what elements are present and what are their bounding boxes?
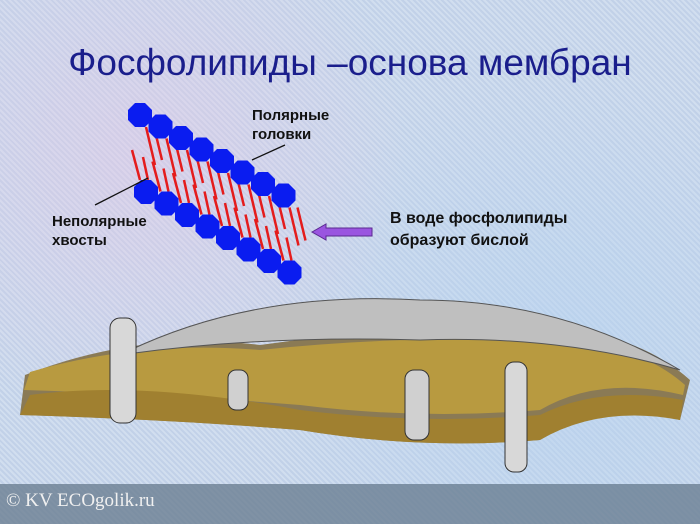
head-icon [148, 114, 173, 139]
head-icon [257, 249, 281, 273]
tail-line [274, 230, 285, 261]
label-bilayer-note: В воде фосфолипиды образуют бислой [390, 210, 568, 249]
pointer-line-heads [251, 144, 286, 161]
tail-line [192, 184, 203, 215]
tail-line [165, 138, 177, 177]
tail-line [171, 172, 183, 204]
tail-line [244, 214, 252, 238]
head-icon [210, 149, 234, 173]
tail-line [144, 126, 157, 166]
cell-membrane-illustration [20, 298, 690, 473]
tail-line [130, 149, 142, 181]
head-icon [230, 160, 255, 185]
tail-line [182, 179, 191, 204]
tail-line [226, 172, 239, 212]
tail-line [296, 207, 307, 241]
tail-line [223, 202, 232, 227]
head-icon [277, 260, 302, 285]
head-icon [128, 103, 152, 127]
slide-title: Фосфолипиды –основа мембран [68, 42, 632, 83]
tail-line [185, 149, 198, 189]
tail-line [151, 161, 162, 192]
head-icon [169, 126, 193, 150]
watermark: © KV ECOgolik.ru [6, 490, 155, 511]
polar-heads [128, 103, 302, 285]
tail-line [253, 218, 265, 250]
tail-line [288, 207, 300, 246]
tail-line [203, 191, 211, 215]
tail-line [233, 207, 244, 238]
tail-line [141, 156, 150, 181]
tail-line [247, 184, 259, 223]
head-icon [195, 214, 220, 239]
head-icon [154, 191, 179, 216]
tail-line [267, 195, 280, 235]
head-icon [271, 183, 296, 208]
head-icon [251, 172, 275, 196]
footer-bar [0, 484, 700, 524]
tail-line [212, 195, 224, 227]
label-nonpolar-tails: Неполярные хвосты [52, 213, 147, 249]
pointer-line-tails [94, 177, 149, 206]
head-icon [134, 180, 158, 204]
tail-line [285, 237, 293, 261]
label-polar-heads: Полярные головки [252, 107, 330, 143]
tail-line [162, 168, 170, 192]
head-icon [236, 237, 261, 262]
arrow-icon [310, 223, 373, 241]
tail-line [206, 161, 218, 200]
tail-line [264, 225, 273, 250]
head-icon [216, 226, 240, 250]
head-icon [175, 203, 199, 227]
head-icon [189, 137, 214, 162]
